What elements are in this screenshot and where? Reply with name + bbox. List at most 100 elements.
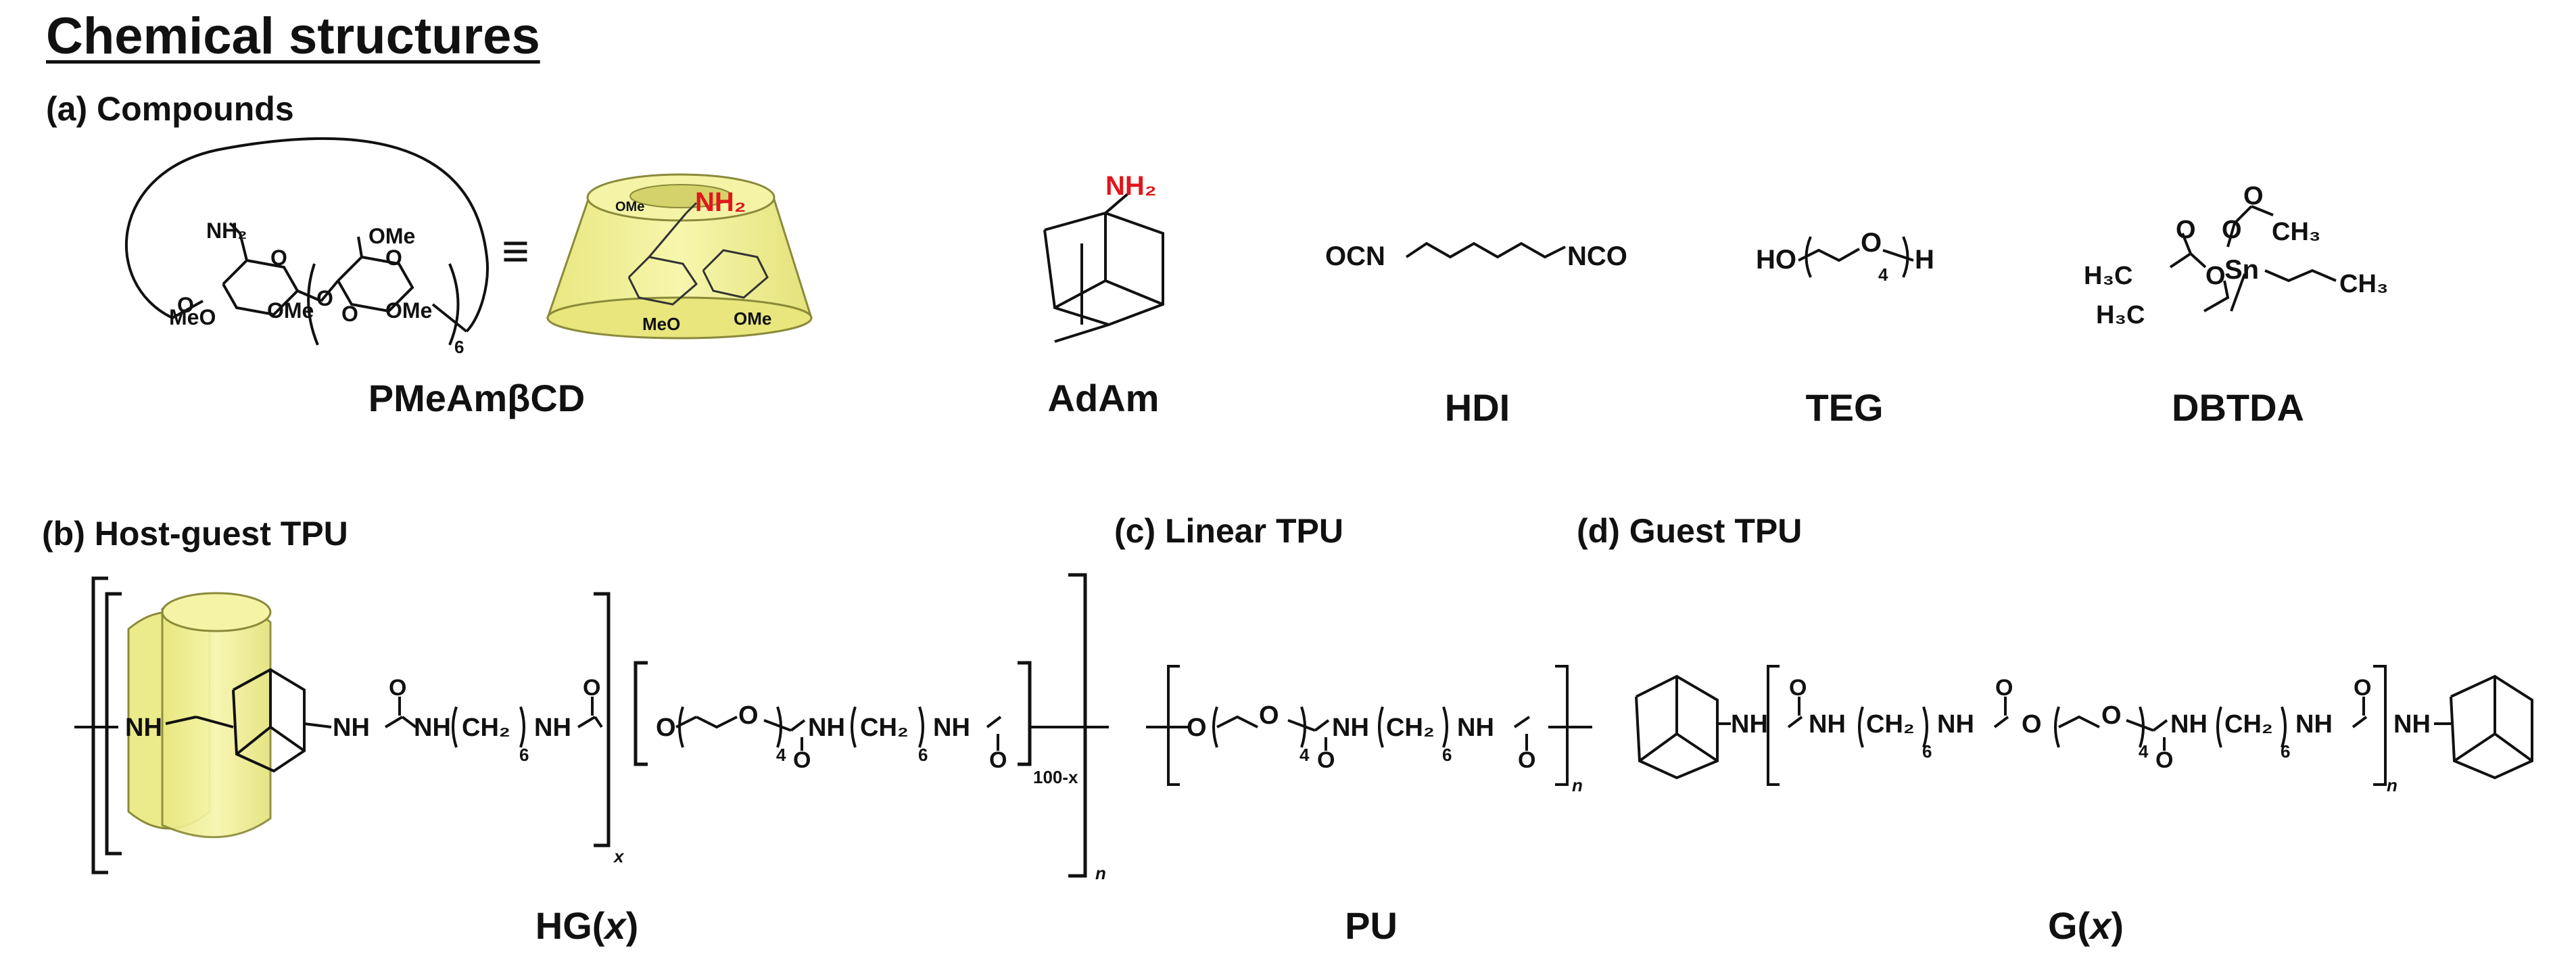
pu-six: 6 (1442, 745, 1452, 765)
g-o-carbonyl-1: O (1789, 675, 1807, 701)
hg-nh-4: NH (808, 714, 845, 742)
hg-sub-n: n (1095, 863, 1106, 883)
hg-nh-cd: NH (125, 714, 162, 742)
hdi-hexyl-chain (1405, 241, 1566, 259)
g-nh-4: NH (2170, 710, 2208, 739)
dbtda-ch3-right: CH₃ (2339, 270, 2388, 298)
teg-repeat-four: 4 (1878, 264, 1888, 285)
dbtda-structure (2169, 205, 2337, 312)
pmeamcd-ome-label-3: OMe (385, 298, 432, 323)
section-c-label: (c) Linear TPU (1114, 512, 1343, 550)
pmeamcd-nh2-label: NH₂ (206, 218, 247, 243)
compound-name-teg: TEG (1805, 386, 1884, 429)
pu-sub-n: n (1572, 775, 1583, 795)
hg-o-1: O (656, 714, 676, 742)
pmeamcd-ome-label-2: OMe (267, 298, 314, 323)
cone-meo-label: MeO (642, 314, 680, 334)
hg-four: 4 (776, 745, 786, 765)
pu-nh-1: NH (1332, 714, 1369, 742)
hg-sub-100-x: 100-x (1033, 767, 1078, 787)
g-o-carbonyl-4: O (2354, 675, 2371, 701)
g-left-adamantane (1635, 674, 1731, 780)
hg-nh-5: NH (933, 714, 970, 742)
hg-six-2: 6 (918, 745, 928, 765)
compound-name-adam: AdAm (1047, 377, 1160, 419)
hg-ch2-2: CH₂ (860, 714, 909, 742)
cyclodextrin-cone-icon (546, 173, 813, 340)
g-ch2-1: CH₂ (1866, 710, 1915, 739)
g-o-carbonyl-2: O (1995, 675, 2013, 701)
pmeamcd-meo-label: MeO (169, 305, 216, 329)
hg-nh-3: NH (534, 714, 571, 742)
pmeamcd-bridge-o-label: O (316, 286, 333, 310)
pmeamcd-o-left-label: O (177, 293, 194, 317)
polymer-name-hg: HG(x) (535, 904, 639, 947)
adamantane-amine-structure (1043, 191, 1164, 343)
g-o-1: O (2022, 710, 2042, 739)
figure-title: Chemical structures (46, 7, 540, 65)
dbtda-h3c-left: H₃C (2084, 262, 2132, 290)
g-o-ether: O (2101, 701, 2122, 730)
g-nh-5: NH (2295, 710, 2333, 739)
pu-o-ether: O (1259, 701, 1279, 730)
dbtda-o-left: O (2205, 262, 2226, 290)
pu-structure (1146, 665, 1592, 786)
g-right-adamantane (2434, 674, 2533, 780)
pu-nh-2: NH (1457, 714, 1494, 742)
teg-h-label: H (1915, 245, 1934, 275)
pmeamcd-ring-o-label: O (270, 246, 287, 270)
hg-sub-x: x (613, 846, 625, 866)
hg-ch2-1: CH₂ (462, 714, 510, 742)
pu-o-carbonyl-2: O (1518, 747, 1535, 773)
hg-six-1: 6 (519, 745, 529, 765)
dbtda-sn-label: Sn (2224, 255, 2259, 285)
g-backbone (1767, 665, 2387, 786)
pu-ch2: CH₂ (1386, 714, 1435, 742)
polymer-name-g: G(x) (2047, 904, 2124, 947)
hg-backbone-lines (74, 697, 1109, 751)
cone-ome-label: OMe (615, 200, 644, 214)
pmeamcd-o-mid-label: O (341, 302, 358, 326)
dbtda-ch3-top: CH₃ (2272, 218, 2320, 246)
threaded-cyclodextrin-icon (127, 592, 272, 839)
hg-o-carbonyl-1: O (583, 675, 600, 701)
hdi-ocn-label: OCN (1325, 241, 1385, 271)
hg-nh-2: NH (414, 714, 451, 742)
g-o-carbonyl-3: O (2155, 747, 2173, 773)
pu-four: 4 (1299, 745, 1310, 765)
dbtda-o-carbonyl-left: O (2176, 216, 2196, 244)
polymer-name-pu: PU (1345, 904, 1398, 947)
teg-ho-label: HO (1756, 245, 1796, 275)
g-nh-3: NH (1937, 710, 1974, 739)
section-b-label: (b) Host-guest TPU (42, 515, 348, 553)
cone-ome-label-2: OMe (734, 308, 771, 329)
pmeamcd-ring2-o-label: O (385, 246, 402, 270)
hg-o-carbonyl-3: O (989, 747, 1007, 773)
section-a-label: (a) Compounds (46, 90, 294, 128)
compound-name-pmeamcd: PMeAmβCD (368, 377, 586, 419)
g-sub-n: n (2387, 775, 2398, 795)
compound-name-dbtda: DBTDA (2172, 386, 2304, 429)
section-d-label: (d) Guest TPU (1577, 512, 1803, 550)
g-six-2: 6 (2281, 741, 2290, 762)
pmeamcd-equiv-sign: ≡ (502, 225, 529, 277)
dbtda-h3c-bottom: H₃C (2096, 301, 2145, 329)
hg-o-urea: O (389, 675, 406, 701)
g-ch2-2: CH₂ (2224, 710, 2273, 739)
teg-chain (1798, 236, 1914, 278)
cone-nh2-label: NH₂ (695, 187, 746, 217)
g-nh-1: NH (1731, 710, 1768, 739)
g-nh-6: NH (2393, 710, 2431, 739)
teg-o-label: O (1861, 228, 1882, 258)
pmeamcd-ring-structure (124, 137, 489, 346)
hg-adamantane-cage (232, 668, 332, 773)
hg-o-carbonyl-2: O (793, 747, 811, 773)
compound-name-hdi: HDI (1444, 386, 1510, 429)
hdi-nco-label: NCO (1567, 241, 1627, 271)
dbtda-o-carbonyl-top: O (2243, 182, 2264, 210)
hg-outer-brackets (91, 573, 1087, 878)
adam-nh2-label: NH₂ (1105, 171, 1157, 201)
pu-o-carbonyl-1: O (1317, 747, 1335, 773)
dbtda-o-top: O (2222, 216, 2242, 244)
